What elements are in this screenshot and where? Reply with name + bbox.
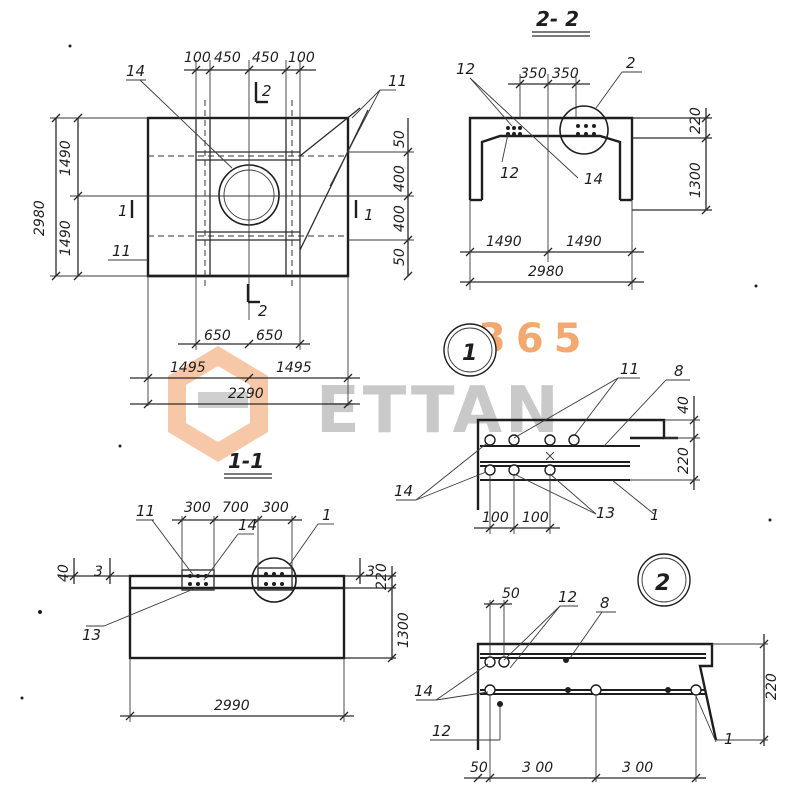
detail-1-bottom-dim-2: 100	[522, 510, 549, 526]
section-2-2-callout-c: 12	[500, 164, 519, 182]
detail-1-right-dim-2: 220	[676, 447, 692, 474]
section-2-2-bottom-half-2: 1490	[566, 234, 602, 250]
detail-2-callout-e: 1	[724, 730, 734, 748]
detail-2-ring	[637, 553, 691, 607]
plan-bottom-inner-2: 650	[256, 328, 283, 344]
plan-bottom-half-2: 1495	[276, 360, 312, 376]
detail-2-callout-b: 8	[600, 594, 610, 612]
detail-1-callout-c: 14	[394, 482, 413, 500]
detail-2-callout-d: 12	[432, 722, 451, 740]
section-1-1-left-dim-1: 40	[56, 564, 72, 582]
section-2-2-bottom-half-1: 1490	[486, 234, 522, 250]
detail-2-bottom-dim-3: 3 00	[622, 760, 653, 776]
plan-view: 2980 1490 1490 100 450 450 100 50 400 40…	[32, 50, 414, 409]
detail-2-number: 2	[655, 571, 670, 596]
detail-2-bottom-dim-1: 50	[470, 760, 488, 776]
detail-2-top-dim: 50	[502, 586, 520, 602]
detail-1: 1 40 220 100 100	[394, 323, 700, 534]
plan-callout-bars-left: 11	[112, 242, 131, 260]
section-1-1-top-dim-3: 300	[262, 500, 289, 516]
plan-top-dim-3: 450	[252, 50, 279, 66]
section-1-1-callout-d: 13	[82, 626, 101, 644]
section-1-1-bottom-total: 2990	[214, 698, 250, 714]
paper-specks	[20, 44, 772, 700]
section-1-1-callout-b: 14	[238, 516, 257, 534]
section-1-1-top-dim-1: 300	[184, 500, 211, 516]
detail-1-ring	[443, 323, 497, 377]
section-1-1-right-dim-1: 3	[366, 564, 375, 580]
section-2-2-top-dim-2: 350	[552, 66, 579, 82]
plan-callout-bars-top: 11	[388, 72, 407, 90]
section-2-2-detail-ring	[559, 105, 609, 155]
detail-1-callout-e: 1	[650, 506, 660, 524]
section-1-1-callout-c: 1	[322, 506, 332, 524]
detail-2-callout-a: 12	[558, 588, 577, 606]
section-2-2-title: 2- 2	[536, 7, 579, 31]
section-1-1-right-dim-2: 220	[374, 563, 390, 590]
plan-right-dim-4: 50	[392, 248, 408, 266]
plan-top-dim-2: 450	[214, 50, 241, 66]
plan-right-dim-2: 400	[392, 165, 408, 192]
detail-1-bottom-dim-1: 100	[482, 510, 509, 526]
watermark: 365 ETTAN	[168, 316, 582, 462]
detail-2-callout-c: 14	[414, 682, 433, 700]
plan-height-upper: 1490	[58, 140, 74, 176]
detail-2-bars	[484, 656, 702, 707]
detail-1-callout-a: 11	[620, 360, 639, 378]
section-2-2-outline	[468, 116, 634, 200]
section-1-1-detail-ring	[251, 557, 297, 603]
section-1-1-left-dim-2: 3	[94, 564, 103, 580]
section-2-2-bottom-total: 2980	[528, 264, 564, 280]
plan-bottom-inner-1: 650	[204, 328, 231, 344]
section-2-2-right-dim-2: 1300	[688, 162, 704, 198]
section-2-2-callout-a: 12	[456, 60, 475, 78]
plan-right-dim-1: 50	[392, 130, 408, 148]
section-2-2-bars	[506, 124, 596, 136]
section-2-2-callout-b: 2	[626, 54, 636, 72]
plan-bottom-total: 2290	[228, 386, 264, 402]
detail-1-callout-b: 8	[674, 362, 684, 380]
section-1-1-bars	[188, 572, 284, 586]
section-1-1-title: 1-1	[228, 449, 264, 473]
detail-2-right-dim: 220	[764, 673, 780, 700]
section-2-2: 2- 2 350 350	[456, 7, 712, 290]
plan-section-mark-top: 2	[262, 82, 272, 100]
plan-right-dim-3: 400	[392, 205, 408, 232]
watermark-word: ETTAN	[316, 374, 562, 448]
section-2-2-right-dim-1: 220	[688, 107, 704, 134]
plan-callout-pipe: 14	[126, 62, 145, 80]
plan-section-mark-right: 1	[364, 206, 374, 224]
detail-1-callout-d: 13	[596, 504, 615, 522]
section-2-2-callout-d: 14	[584, 170, 603, 188]
plan-height-total: 2980	[32, 200, 48, 236]
plan-top-dim-1: 100	[184, 50, 211, 66]
detail-2-outline	[476, 642, 718, 750]
detail-1-right-dim-1: 40	[676, 396, 692, 414]
section-1-1-right-dim-3: 1300	[396, 612, 412, 648]
detail-2: 2 50 220	[414, 553, 780, 783]
section-2-2-top-dim-1: 350	[520, 66, 547, 82]
section-1-1-top-dim-2: 700	[222, 500, 249, 516]
plan-section-mark-left: 1	[118, 202, 128, 220]
detail-2-bottom-dim-2: 3 00	[522, 760, 553, 776]
section-1-1-outline	[128, 574, 346, 660]
detail-1-bars	[484, 434, 580, 476]
section-1-1: 1-1 300 700 300	[56, 449, 412, 722]
section-1-1-callout-a: 11	[136, 502, 155, 520]
plan-bottom-half-1: 1495	[170, 360, 206, 376]
plan-height-lower: 1490	[58, 220, 74, 256]
detail-1-number: 1	[462, 341, 477, 366]
plan-section-mark-bottom: 2	[258, 302, 268, 320]
plan-top-dim-4: 100	[288, 50, 315, 66]
